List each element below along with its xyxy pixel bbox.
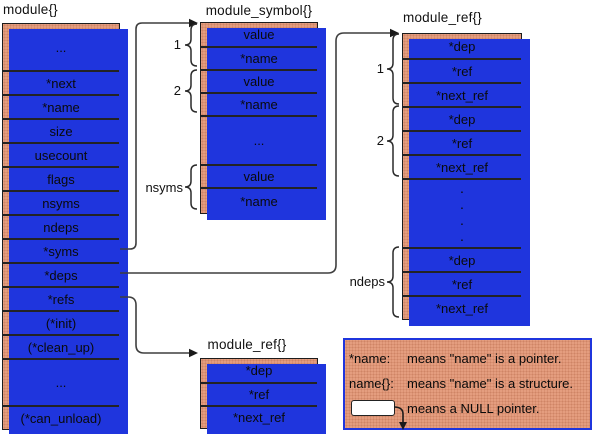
module-title: module{} [3,2,58,17]
ref-brace-2 [386,105,400,177]
table-cell: *dep [448,38,476,54]
table-cell: ... [3,358,119,405]
table-cell: usecount [3,142,119,166]
legend-term-pointer: *name: [349,350,391,366]
table-cell: size [3,118,119,142]
symbol-brace-label-1: 1 [174,37,181,52]
table-cell: *next [3,70,119,94]
legend-desc-null: means a NULL pointer. [407,401,540,416]
table-cell: value [201,69,317,92]
table-cell: *ref [403,271,521,295]
table-cell: *refs [3,286,119,310]
legend-term-structure: name{}: [349,376,394,391]
null-pointer-arrow-icon [393,406,407,430]
module-ref-top-table: *dep*ref*next_ref*dep*ref*next_ref· · · … [402,33,530,326]
table-cell: *name [3,94,119,118]
table-cell: (*clean_up) [3,334,119,358]
module-ref-bottom-title: module_ref{} [207,337,287,352]
table-cell: *dep [403,247,521,271]
table-cell: *ref [403,58,521,82]
ref-brace-label-1: 1 [377,61,384,76]
legend-desc-pointer: means "name" is a pointer. [407,350,562,366]
deps-arrowhead-icon [390,28,399,38]
ref-brace-label-2: 2 [377,133,384,148]
module-symbol-title: module_symbol{} [205,3,313,18]
ref-brace-ndeps [386,246,400,318]
table-cell: *dep [245,363,273,378]
table-cell: *ref [403,130,521,154]
table-cell: ... [55,39,67,55]
table-cell: (*can_unload) [3,405,119,429]
legend-box: *name: means "name" is a pointer. name{}… [343,338,592,430]
table-cell: ... [201,115,317,164]
ref-brace-label-ndeps: ndeps [350,274,386,289]
table-cell: *next_ref [403,154,521,178]
table-cell: *next_ref [403,295,521,319]
table-cell: · · · · [403,178,521,247]
refs-connector-line [120,296,189,354]
symbol-brace-1 [184,23,198,67]
syms-connector-line [120,22,189,250]
ref-brace-1 [386,33,400,105]
table-cell: (*init) [3,310,119,334]
table-cell: *deps [3,262,119,286]
table-cell: value [243,27,275,42]
module-ref-bottom-table: *dep *ref*next_ref [200,358,326,434]
table-cell: *dep [403,106,521,130]
table-cell: *name [201,46,317,69]
table-cell: ndeps [3,214,119,238]
symbol-brace-2 [184,69,198,113]
table-cell: *name [201,187,317,213]
table-cell: *name [201,92,317,115]
legend-desc-structure: means "name" is a structure. [407,376,574,391]
table-cell: nsyms [3,190,119,214]
table-cell: *next_ref [201,405,317,428]
table-cell: *ref [201,382,317,405]
null-pointer-symbol [349,396,407,430]
table-cell: value [201,164,317,187]
table-cell: *next_ref [403,82,521,106]
table-cell: *syms [3,238,119,262]
symbol-brace-nsyms [184,164,198,210]
table-cell: flags [3,166,119,190]
syms-arrowhead-icon [189,18,198,28]
symbol-brace-label-2: 2 [174,83,181,98]
module-ref-top-title: module_ref{} [403,10,482,25]
symbol-brace-label-nsyms: nsyms [145,180,183,195]
null-pointer-box-icon [351,400,395,416]
